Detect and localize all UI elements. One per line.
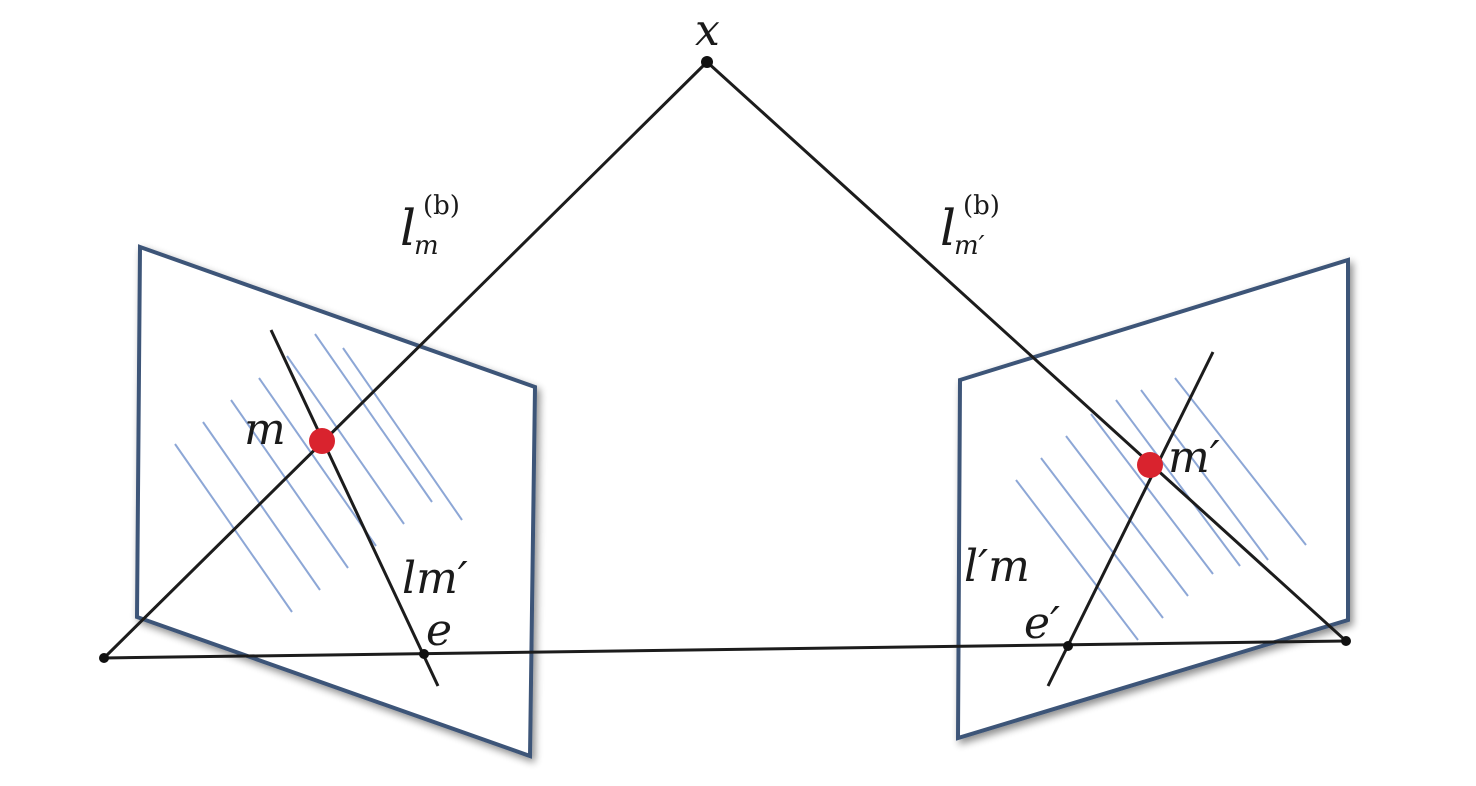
baseline	[103, 639, 1347, 660]
projection-point-left	[309, 428, 335, 454]
label-epipolar-line-left: lm′	[402, 553, 468, 604]
hatch-line	[1140, 389, 1269, 561]
left-image-plane	[134, 244, 538, 759]
hatch-line	[202, 421, 321, 591]
hatch-line	[314, 333, 433, 503]
left-plane-hatching	[174, 333, 463, 613]
epipole-right-point	[1063, 641, 1073, 651]
hatch-line	[1090, 413, 1214, 575]
epipole-left-point	[419, 649, 429, 659]
hatch-line	[258, 377, 377, 547]
right-plane-hatching	[1015, 377, 1307, 641]
label-point-left: m	[244, 404, 286, 455]
hatch-line	[342, 347, 463, 521]
right-camera-center	[1341, 636, 1351, 646]
epipolar-line-left	[269, 329, 440, 687]
label-epipole-right: e′	[1024, 598, 1060, 649]
label-point-right: m′	[1168, 432, 1220, 483]
label-ray-left: l	[400, 199, 416, 257]
label-epipole-left: e	[426, 605, 452, 656]
label-epipolar-line-right: l′m	[964, 541, 1030, 592]
epipolar-line-right	[1046, 351, 1215, 687]
left-camera-center	[99, 653, 109, 663]
label-ray-right-sub: m′	[954, 231, 985, 261]
right-image-plane	[955, 257, 1350, 741]
projection-point-right	[1137, 452, 1163, 478]
label-ray-right: l	[940, 199, 956, 257]
hatch-line	[1115, 399, 1241, 567]
hatch-line	[1174, 377, 1307, 546]
world-point	[701, 56, 713, 68]
hatch-line	[1065, 435, 1189, 597]
hatch-line	[1015, 479, 1139, 641]
label-world-point: x	[695, 5, 720, 56]
ray-left	[102, 60, 709, 660]
label-ray-left-sub: m	[414, 231, 439, 261]
hatch-line	[230, 399, 349, 569]
hatch-line	[1040, 457, 1164, 619]
label-ray-right-sup: (b)	[963, 191, 1000, 221]
label-ray-left-sup: (b)	[423, 191, 460, 221]
ray-right	[705, 60, 1348, 643]
hatch-line	[286, 355, 405, 525]
